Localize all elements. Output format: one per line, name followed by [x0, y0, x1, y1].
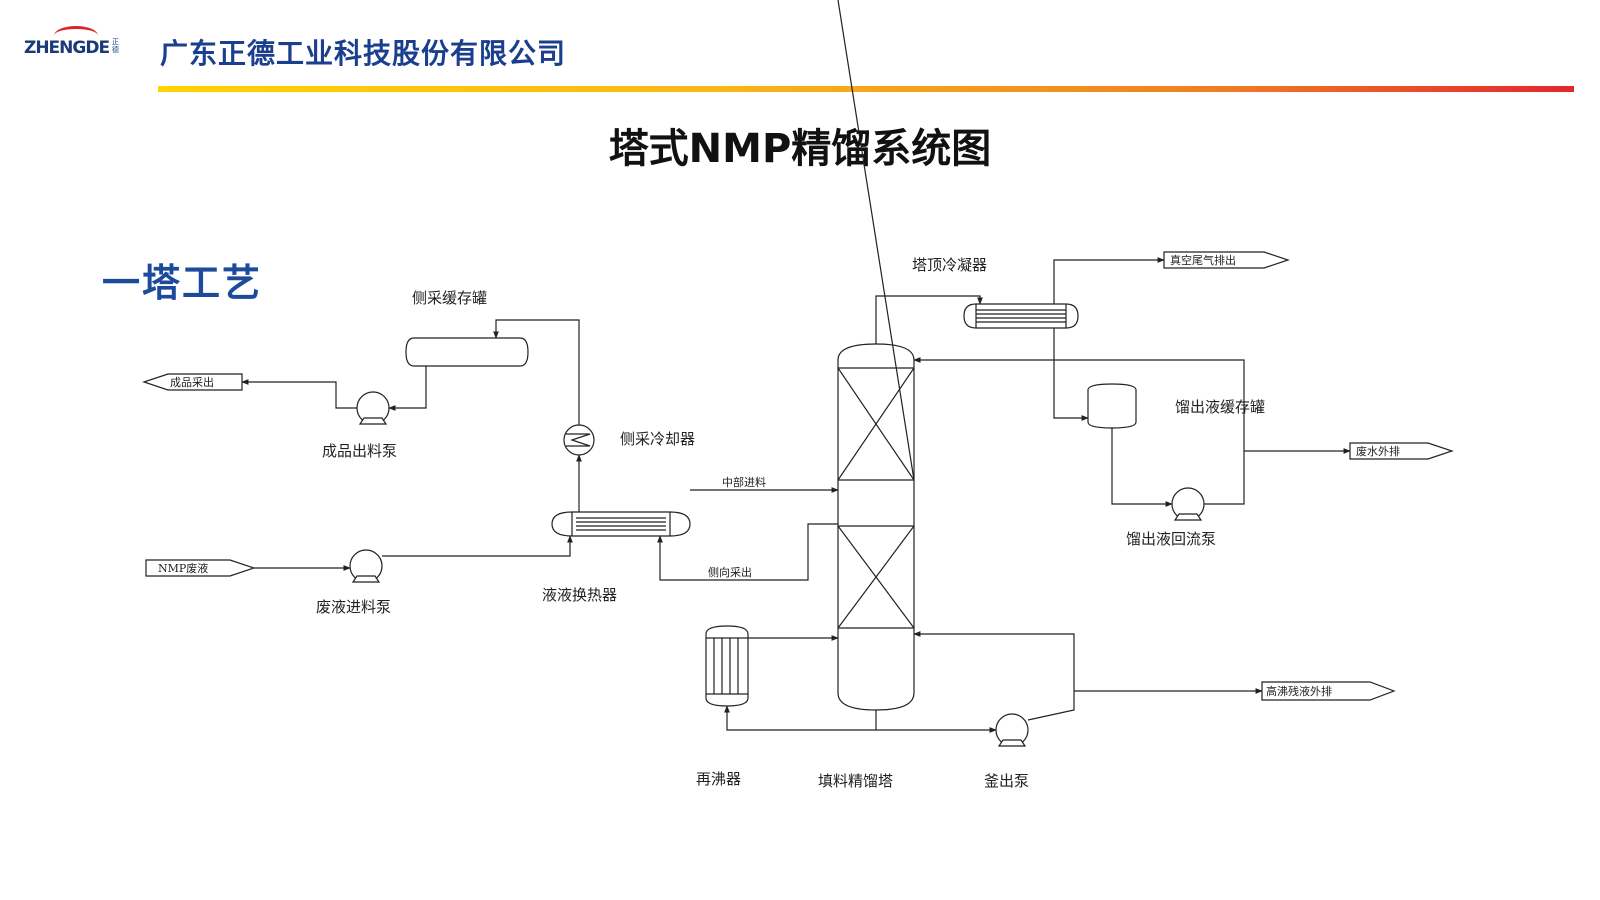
label-reflux-pump: 馏出液回流泵: [1126, 530, 1216, 548]
logo-text: ZHENGDE: [24, 38, 110, 58]
product-pump: [356, 391, 390, 425]
flag-residue: [1261, 681, 1396, 701]
distillate-tank: [1087, 383, 1137, 429]
reflux-pump: [1171, 487, 1205, 521]
reboiler: [705, 625, 749, 707]
feed-pump: [349, 549, 383, 583]
stream-waste-water: 废水外排: [1356, 444, 1400, 458]
label-product-pump: 成品出料泵: [322, 442, 397, 460]
side-storage-tank: [405, 337, 529, 367]
stream-product-out: 成品采出: [170, 375, 214, 389]
company-name: 广东正德工业科技股份有限公司: [160, 37, 567, 70]
stream-nmp-waste: NMP废液: [158, 561, 208, 575]
label-side-storage-tank: 侧采缓存罐: [412, 289, 487, 307]
label-top-condenser: 塔顶冷凝器: [912, 256, 987, 274]
page-title: 塔式NMP精馏系统图: [608, 126, 992, 172]
label-heat-exchanger: 液液换热器: [542, 586, 617, 604]
label-bottom-pump: 釜出泵: [984, 772, 1029, 790]
stream-middle-feed: 中部进料: [722, 475, 766, 489]
bottom-pump: [995, 713, 1029, 747]
stream-vacuum: 真空尾气排出: [1170, 253, 1236, 267]
label-column: 填料精馏塔: [818, 772, 893, 790]
stream-residue: 高沸残液外排: [1266, 684, 1332, 698]
flag-nmp-waste: [145, 559, 256, 577]
side-cooler: [563, 424, 595, 456]
stream-side-draw: 侧向采出: [708, 565, 752, 579]
label-feed-pump: 废液进料泵: [316, 598, 391, 616]
flag-waste-water: [1349, 442, 1454, 460]
flag-vacuum: [1163, 251, 1290, 269]
label-distillate-tank: 馏出液缓存罐: [1175, 398, 1265, 416]
logo-cn: 正德: [112, 38, 119, 54]
company-logo: ZHENGDE 正德: [24, 26, 124, 68]
liquid-heat-exchanger: [551, 511, 691, 537]
top-condenser: [963, 303, 1079, 329]
packed-column: [837, 0, 915, 711]
label-reboiler: 再沸器: [696, 770, 741, 788]
section-title: 一塔工艺: [102, 261, 263, 305]
logo-arc: [54, 26, 98, 45]
label-side-cooler: 侧采冷却器: [620, 430, 695, 448]
header-gradient-bar: [158, 86, 1574, 92]
